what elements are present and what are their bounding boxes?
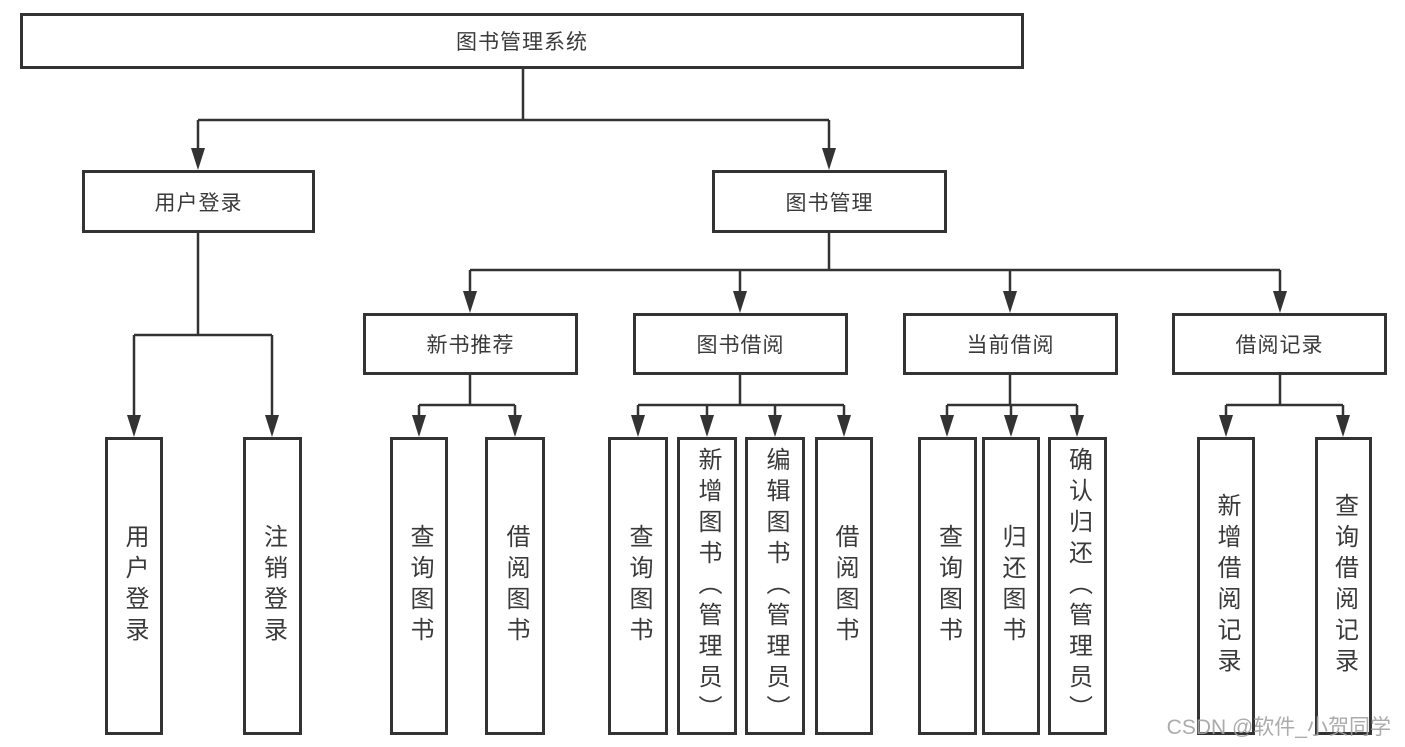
leaf-logout-label: 注销登录 xyxy=(259,524,287,648)
node-current-borrow: 当前借阅 xyxy=(903,313,1118,375)
leaf-current-confirm-return-admin: 确认归还（管理员） xyxy=(1048,437,1107,735)
leaf-borrow-borrow-book: 借阅图书 xyxy=(815,437,873,735)
arrowheads xyxy=(127,148,1350,437)
node-user-login: 用户登录 xyxy=(82,170,315,233)
csdn-watermark: CSDN @软件_小贺同学 xyxy=(1166,716,1391,739)
node-current-borrow-label: 当前借阅 xyxy=(966,334,1055,357)
leaf-recommend-borrow-book: 借阅图书 xyxy=(485,437,545,735)
leaf-recommend-query-book: 查询图书 xyxy=(390,437,448,735)
leaf-user-login: 用户登录 xyxy=(105,437,163,735)
leaf-borrow-add-book-admin: 新增图书（管理员） xyxy=(677,437,737,735)
node-root-label: 图书管理系统 xyxy=(456,31,588,54)
leaf-borrow-borrow-book-label: 借阅图书 xyxy=(831,524,858,648)
node-book-management-label: 图书管理 xyxy=(785,191,874,215)
leaf-user-login-label: 用户登录 xyxy=(121,524,148,648)
node-book-borrow: 图书借阅 xyxy=(633,313,848,375)
leaf-recommend-query-book-label: 查询图书 xyxy=(406,524,433,648)
leaf-borrow-edit-book-admin-label: 编辑图书（管理员） xyxy=(762,446,789,726)
leaf-current-query-book-label: 查询图书 xyxy=(934,524,962,648)
node-user-login-label: 用户登录 xyxy=(154,191,243,215)
node-borrow-record-label: 借阅记录 xyxy=(1235,334,1324,357)
leaf-recommend-borrow-book-label: 借阅图书 xyxy=(502,524,529,648)
leaf-record-query-record: 查询借阅记录 xyxy=(1315,437,1372,735)
leaf-logout: 注销登录 xyxy=(243,437,302,735)
node-book-borrow-label: 图书借阅 xyxy=(696,334,785,357)
leaf-current-confirm-return-admin-label: 确认归还（管理员） xyxy=(1064,446,1092,726)
leaf-current-return-book: 归还图书 xyxy=(982,437,1040,735)
leaf-borrow-query-book-label: 查询图书 xyxy=(625,524,652,648)
node-book-management: 图书管理 xyxy=(712,170,947,233)
node-new-book-recommend-label: 新书推荐 xyxy=(426,334,515,357)
leaf-borrow-edit-book-admin: 编辑图书（管理员） xyxy=(745,437,805,735)
leaf-current-query-book: 查询图书 xyxy=(918,437,977,735)
node-borrow-record: 借阅记录 xyxy=(1172,313,1387,375)
node-new-book-recommend: 新书推荐 xyxy=(363,313,578,375)
leaf-record-add-record: 新增借阅记录 xyxy=(1197,437,1255,735)
leaf-current-return-book-label: 归还图书 xyxy=(998,524,1025,648)
leaf-borrow-add-book-admin-label: 新增图书（管理员） xyxy=(694,446,721,726)
leaf-record-query-record-label: 查询借阅记录 xyxy=(1330,493,1358,679)
leaf-borrow-query-book: 查询图书 xyxy=(608,437,668,735)
node-root-system: 图书管理系统 xyxy=(20,13,1024,69)
leaf-record-add-record-label: 新增借阅记录 xyxy=(1213,493,1240,679)
